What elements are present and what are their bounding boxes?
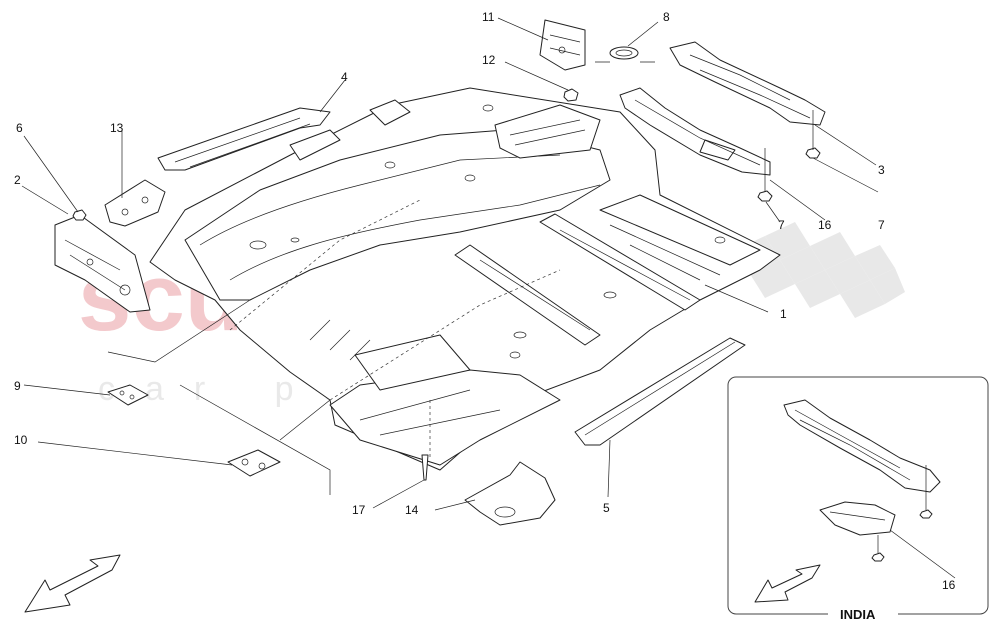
inset-title: INDIA	[840, 607, 876, 622]
callout-8: 8	[663, 10, 670, 24]
part-17-stud	[421, 454, 429, 481]
inset-direction-arrow-icon	[754, 564, 821, 603]
part-8-grommet	[595, 46, 655, 63]
callout-3: 3	[878, 163, 885, 177]
part-7-nut-a	[805, 147, 821, 159]
part-10-plate	[227, 449, 281, 477]
part-9-plate	[107, 384, 149, 406]
callout-5: 5	[603, 501, 610, 515]
callout-6: 6	[16, 121, 23, 135]
inset-callout-16: 16	[942, 578, 956, 592]
part-5-sill	[574, 337, 746, 446]
callout-1: 1	[780, 307, 787, 321]
callout-13: 13	[110, 121, 124, 135]
callout-7b: 7	[878, 218, 885, 232]
callout-2: 2	[14, 173, 21, 187]
callout-11: 11	[482, 10, 495, 24]
callout-12: 12	[482, 53, 496, 67]
part-11-bracket	[539, 19, 586, 71]
callout-17: 17	[352, 503, 366, 517]
callout-4: 4	[341, 70, 348, 84]
callout-14: 14	[405, 503, 419, 517]
part-14-bracket	[464, 461, 556, 526]
part-7-nut-b	[757, 190, 773, 202]
callouts: 1 2 3 4 5 6 7 7 8 9 10 11 12 13 14 16 17	[14, 10, 885, 517]
callout-9: 9	[14, 379, 21, 393]
callout-10: 10	[14, 433, 28, 447]
inset-title-bg	[828, 604, 898, 622]
inset-part-16-bracket	[819, 501, 896, 562]
watermark-checker-flag	[690, 222, 905, 318]
front-direction-arrow-icon	[24, 554, 121, 613]
part-12-nut	[563, 88, 579, 102]
callout-16: 16	[818, 218, 832, 232]
part-4-rail	[157, 107, 331, 171]
central-floor-pan	[149, 87, 781, 471]
part-2-bracket	[54, 214, 151, 313]
part-6-bolt	[72, 209, 87, 221]
part-13-bracket	[104, 179, 166, 227]
india-inset: INDIA 16	[727, 376, 989, 622]
callout-7a: 7	[778, 218, 785, 232]
inset-crossmember	[783, 399, 941, 519]
part-3-rear-crossmember	[669, 41, 826, 126]
part-16-crossmember	[619, 87, 771, 176]
inset-leader	[889, 529, 956, 579]
leader-lines	[21, 17, 879, 511]
